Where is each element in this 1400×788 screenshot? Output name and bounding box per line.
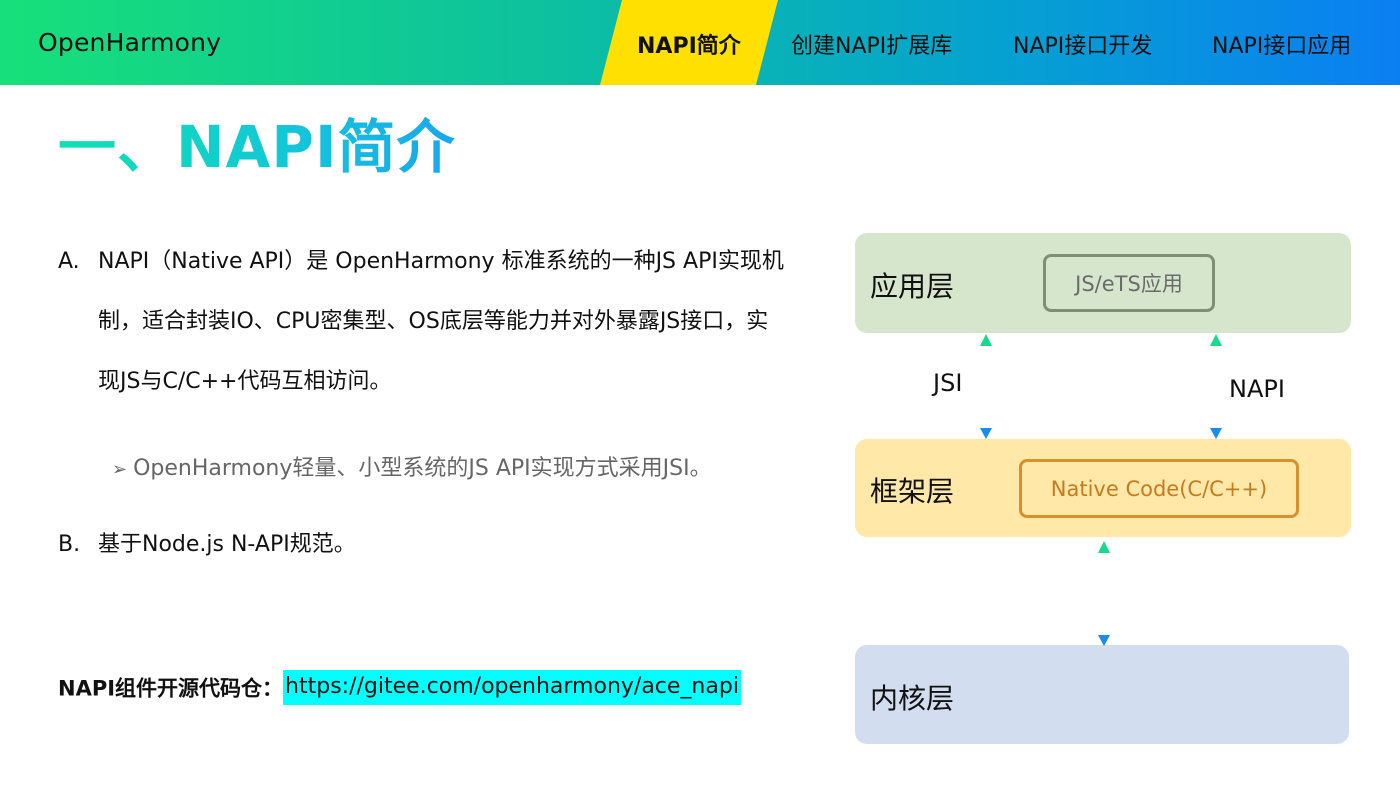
native-code-box: Native Code(C/C++)	[1019, 459, 1299, 518]
tab-napi-interface-app[interactable]: NAPI接口应用	[1212, 34, 1352, 59]
kernel-layer-box: 内核层	[855, 645, 1349, 744]
kernel-double-arrow-icon	[1098, 541, 1110, 646]
app-layer-label: 应用层	[870, 270, 955, 303]
tab-napi-interface-dev[interactable]: NAPI接口开发	[1013, 34, 1153, 59]
paragraph-a-marker: A.	[58, 249, 80, 274]
jsi-label: JSI	[933, 369, 963, 397]
active-tab-highlight	[600, 0, 778, 85]
sub-bullet-text: OpenHarmony轻量、小型系统的JS API实现方式采用JSI。	[133, 456, 712, 481]
js-ets-app-box: JS/eTS应用	[1043, 254, 1215, 312]
sub-bullet: ➢OpenHarmony轻量、小型系统的JS API实现方式采用JSI。	[112, 450, 712, 482]
section-heading: 一、NAPI简介	[58, 100, 456, 184]
paragraph-a-text: NAPI（Native API）是 OpenHarmony 标准系统的一种JS …	[98, 249, 784, 394]
kernel-layer-label: 内核层	[870, 682, 955, 715]
paragraph-b-marker: B.	[58, 532, 81, 557]
app-layer-box: 应用层 JS/eTS应用	[855, 233, 1351, 333]
repo-label: NAPI组件开源代码仓：	[58, 676, 284, 701]
repo-url-link[interactable]: https://gitee.com/openharmony/ace_napi	[283, 670, 741, 705]
framework-layer-box: 框架层 Native Code(C/C++)	[855, 439, 1351, 537]
tab-napi-intro[interactable]: NAPI简介	[637, 34, 741, 59]
jsi-double-arrow-icon	[980, 334, 992, 439]
top-navigation-bar: OpenHarmony NAPI简介 创建NAPI扩展库 NAPI接口开发 NA…	[0, 0, 1400, 85]
arrow-bullet-icon: ➢	[112, 459, 128, 480]
napi-label: NAPI	[1229, 375, 1285, 403]
tab-create-napi-extension[interactable]: 创建NAPI扩展库	[791, 34, 953, 59]
paragraph-b-text: 基于Node.js N-API规范。	[98, 532, 356, 557]
napi-double-arrow-icon	[1210, 334, 1222, 439]
brand-logo-text: OpenHarmony	[38, 28, 222, 57]
repo-line: NAPI组件开源代码仓：https://gitee.com/openharmon…	[58, 670, 741, 710]
framework-layer-label: 框架层	[870, 475, 955, 508]
